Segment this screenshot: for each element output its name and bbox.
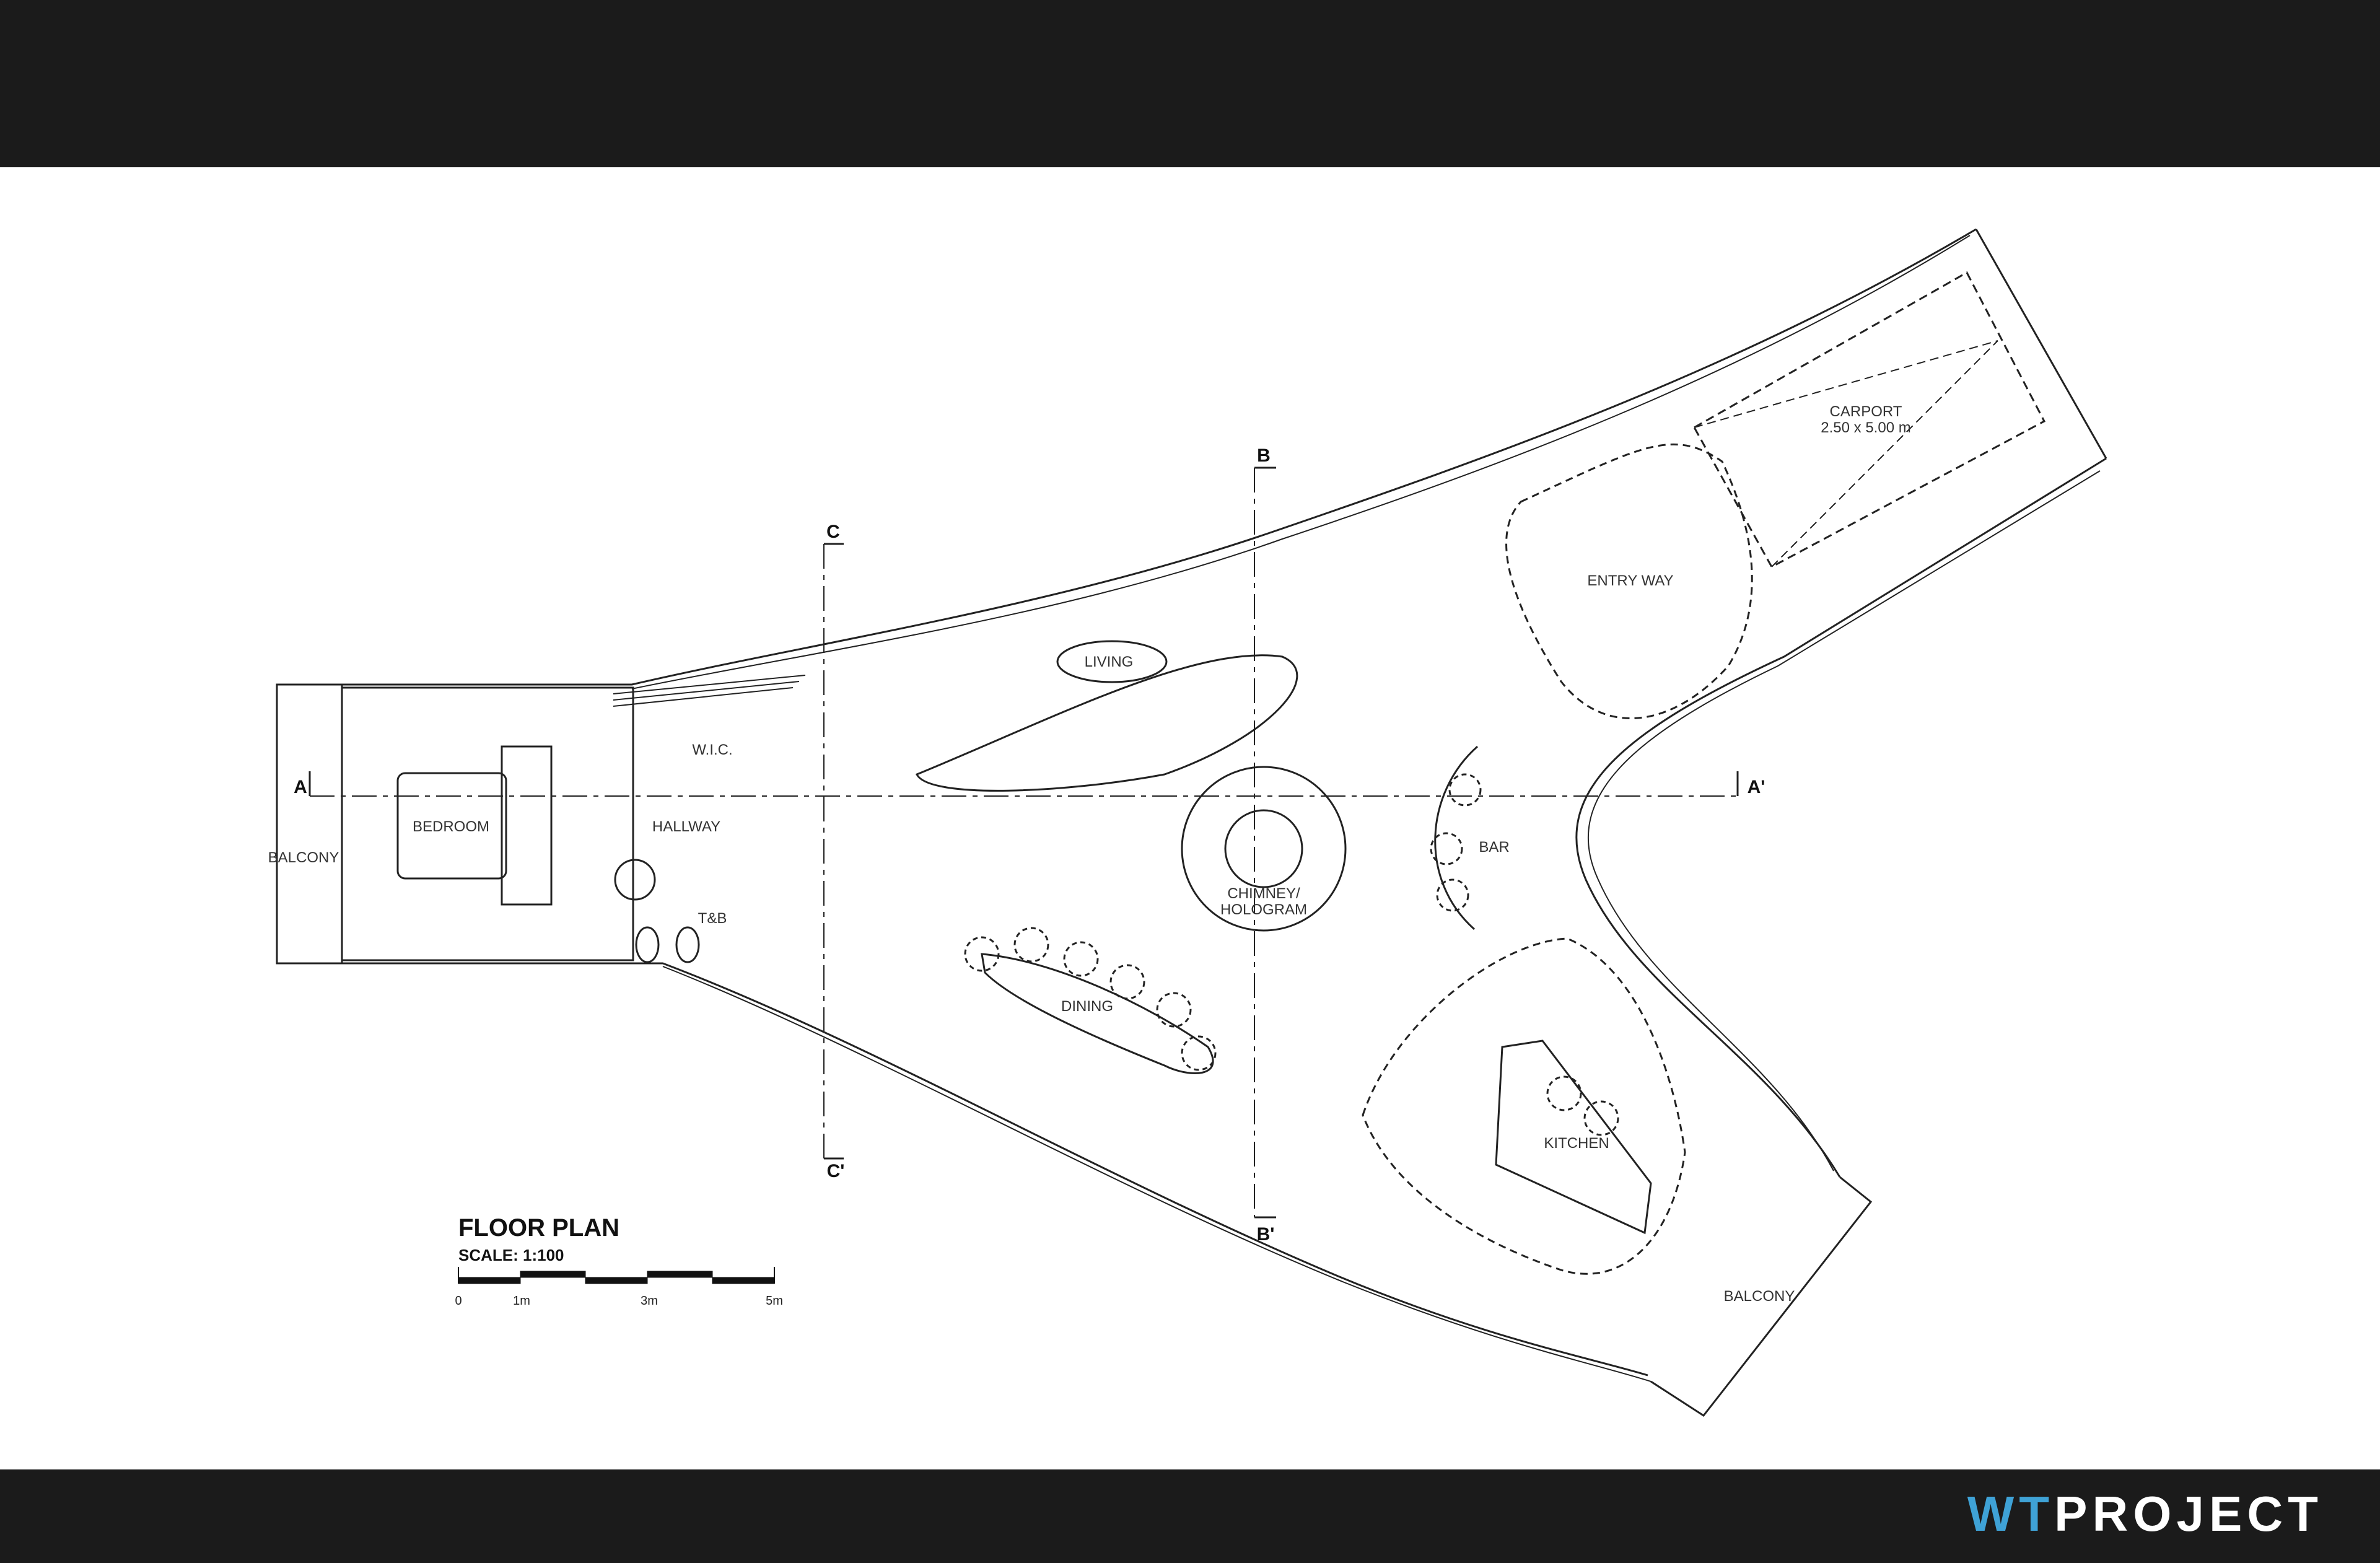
label-bar: BAR <box>1479 839 1509 856</box>
outer-wall-top-2 <box>631 235 1971 690</box>
bottom-banner <box>0 1469 2380 1563</box>
label-chimney-2: HOLOGRAM <box>1220 901 1307 918</box>
label-tnb: T&B <box>698 910 727 927</box>
section-marker-a: A <box>294 777 307 797</box>
living-table <box>1056 640 1168 683</box>
kitchen-balcony-edge <box>1650 1176 1873 1417</box>
plan-title: FLOOR PLAN <box>458 1214 619 1241</box>
dining-table <box>981 953 1214 1074</box>
outer-wall-bottom-2 <box>662 966 1652 1382</box>
carport-edge <box>1975 229 2107 459</box>
stair-hatch <box>613 675 806 707</box>
entry-zone <box>1505 443 1753 719</box>
label-balcony-left: BALCONY <box>268 849 339 866</box>
section-marker-c-prime: C' <box>827 1161 845 1181</box>
wing-right-upper <box>1575 457 2107 1178</box>
section-marker-c: C <box>826 522 840 542</box>
label-kitchen: KITCHEN <box>1544 1135 1609 1152</box>
outer-wall-bottom <box>279 962 1648 1377</box>
brand-logo: WTPROJECT <box>1967 1489 2323 1539</box>
label-chimney-1: CHIMNEY/ <box>1227 885 1300 902</box>
bedroom-box <box>341 686 634 961</box>
scale-tick-5: 5m <box>766 1294 783 1308</box>
bed-headboard <box>501 745 553 906</box>
scale-tick-0: 0 <box>455 1294 462 1308</box>
section-marker-b-prime: B' <box>1257 1224 1275 1245</box>
bed <box>396 772 507 880</box>
brand-project: PROJECT <box>2054 1486 2323 1541</box>
label-carport-2: 2.50 x 5.00 m <box>1821 419 1910 436</box>
sink <box>614 859 656 901</box>
brand-wt: WT <box>1967 1486 2055 1541</box>
section-marker-b: B <box>1257 445 1271 466</box>
label-living: LIVING <box>1085 654 1134 670</box>
balcony-left-box <box>276 683 343 965</box>
chimney-outer <box>1181 766 1347 932</box>
kitchen-zone <box>1362 937 1686 1275</box>
outer-wall-top <box>279 228 1977 686</box>
carport-diagonal <box>1694 340 1998 567</box>
toilet-2 <box>675 926 700 963</box>
scale-tick-1: 1m <box>513 1294 530 1308</box>
label-wic: W.I.C. <box>692 742 732 758</box>
label-carport-1: CARPORT <box>1830 403 1902 420</box>
label-balcony-right: BALCONY <box>1724 1288 1795 1305</box>
kitchen-island <box>1495 1040 1652 1235</box>
living-sofa <box>915 654 1298 792</box>
section-marker-a-prime: A' <box>1748 777 1765 797</box>
scale-tick-3: 3m <box>641 1294 658 1308</box>
top-banner <box>0 0 2380 167</box>
label-bedroom: BEDROOM <box>413 818 489 835</box>
chimney-inner <box>1224 809 1303 888</box>
bar-counter <box>1434 745 1478 930</box>
label-hallway: HALLWAY <box>652 818 720 835</box>
carport-outline <box>1692 271 2046 569</box>
wing-right-upper-2 <box>1587 470 2101 1171</box>
label-dining: DINING <box>1061 998 1113 1015</box>
label-entry: ENTRY WAY <box>1587 572 1673 589</box>
scale-bar <box>458 1267 775 1284</box>
toilet-1 <box>635 926 660 963</box>
plan-scale: SCALE: 1:100 <box>458 1246 564 1264</box>
